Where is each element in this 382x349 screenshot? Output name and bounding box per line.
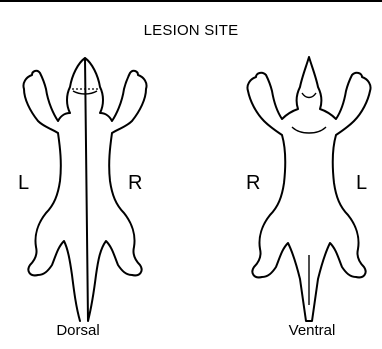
top-border xyxy=(0,0,382,2)
ventral-caption: Ventral xyxy=(262,322,362,339)
diagram-title: LESION SITE xyxy=(0,22,382,39)
ventral-right-label: L xyxy=(356,172,367,195)
dorsal-left-label: L xyxy=(18,172,29,195)
dorsal-caption: Dorsal xyxy=(28,322,128,339)
dorsal-right-label: R xyxy=(128,172,142,195)
ventral-left-label: R xyxy=(246,172,260,195)
